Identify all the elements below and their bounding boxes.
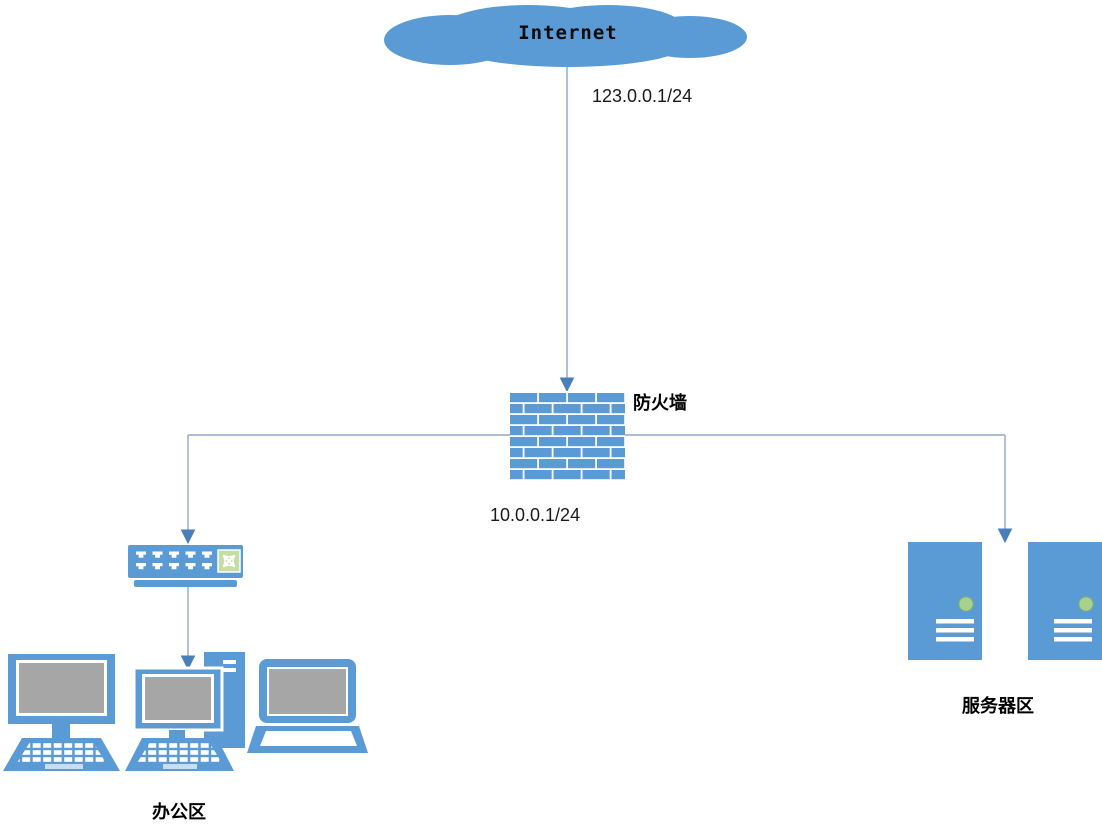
lan-ip-label: 10.0.0.1/24 [490, 505, 581, 525]
switch-ports [135, 551, 212, 570]
office-zone-label: 办公区 [152, 802, 206, 822]
server-tower-icon-1[interactable] [908, 542, 982, 660]
firewall-bricks [510, 393, 625, 480]
server-led-icon [1078, 596, 1094, 612]
connector-lines [180, 66, 1013, 671]
firewall-label: 防火墙 [633, 393, 687, 413]
server-tower-icon-2[interactable] [1028, 542, 1102, 660]
internet-label: Internet [518, 22, 618, 44]
internet-cloud-icon[interactable] [384, 5, 747, 67]
crossed-arrows-icon [217, 549, 241, 573]
server-led-icon [958, 596, 974, 612]
desktop-computer-icon[interactable] [3, 654, 120, 771]
laptop-icon[interactable] [247, 659, 368, 753]
desktop-with-tower-icon[interactable] [125, 652, 245, 771]
firewall-icon[interactable] [510, 391, 625, 483]
switch-icon[interactable] [128, 545, 243, 587]
wan-ip-label: 123.0.0.1/24 [592, 86, 693, 106]
server-zone-label: 服务器区 [962, 696, 1034, 716]
